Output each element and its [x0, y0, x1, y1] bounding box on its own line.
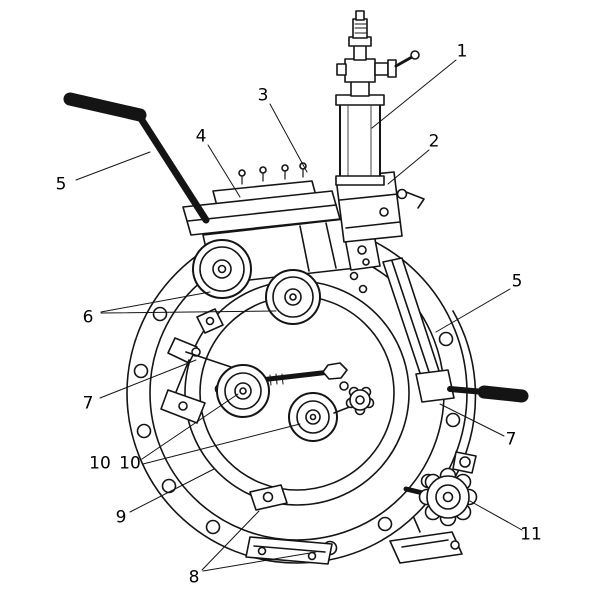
- inner-roller-center: [214, 364, 270, 418]
- callout-4: 4: [195, 126, 207, 147]
- callout-11: 11: [520, 524, 542, 545]
- callout-3: 3: [257, 85, 269, 106]
- callout-6: 6: [82, 307, 94, 328]
- inner-bottom-lug: [249, 484, 288, 511]
- callout-7-right: 7: [505, 429, 517, 450]
- carriage-roller-left: [192, 239, 252, 299]
- pump-knob: [348, 10, 372, 61]
- inner-roller-lower: [288, 392, 338, 442]
- callout-10-a: 10: [89, 453, 111, 474]
- bottom-center-bracket: [245, 536, 333, 565]
- callout-5-right: 5: [511, 271, 523, 292]
- right-handle: [447, 385, 529, 403]
- leader-lines: [75, 59, 523, 572]
- handwheel: [403, 467, 478, 527]
- support-bar: [382, 257, 455, 403]
- left-handle: [63, 92, 210, 224]
- callout-7-left: 7: [82, 393, 94, 414]
- hydraulic-cylinder-assembly: [335, 10, 425, 243]
- callout-5-left: 5: [55, 174, 67, 195]
- bottom-right-bracket: [389, 517, 463, 564]
- callout-8: 8: [188, 567, 200, 588]
- clamp-mechanism: [160, 308, 253, 424]
- carriage-roller-right: [265, 269, 321, 325]
- relief-valve: [336, 50, 420, 83]
- callout-2: 2: [428, 131, 440, 152]
- callout-9: 9: [115, 507, 127, 528]
- star-knob: [333, 381, 375, 416]
- right-side-lug: [452, 451, 477, 474]
- callout-10-b: 10: [119, 453, 141, 474]
- callout-1: 1: [456, 41, 468, 62]
